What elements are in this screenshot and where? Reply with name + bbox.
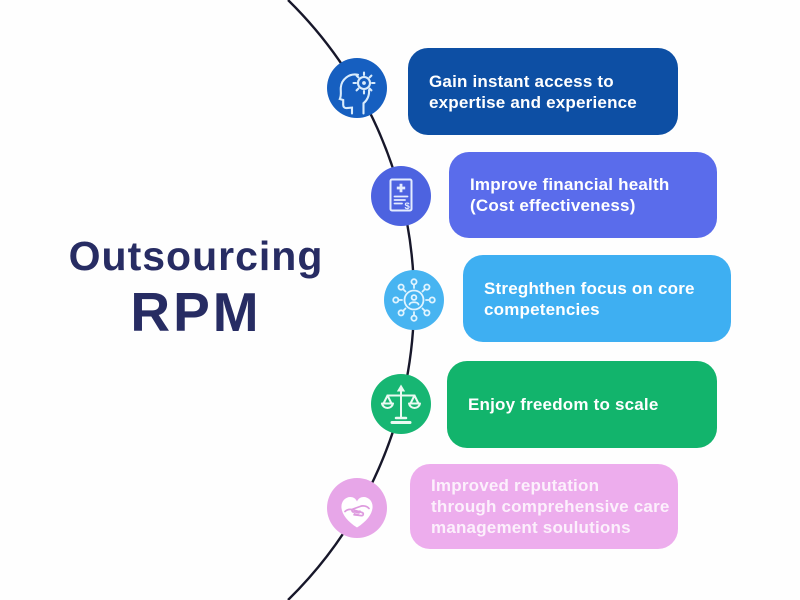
benefit-card-text: expertise and experience — [429, 92, 637, 112]
benefit-card-reputation: Improved reputation through comprehensiv… — [410, 464, 678, 549]
benefit-card-financial: Improve financial health (Cost effective… — [449, 152, 717, 238]
benefit-card-scale: Enjoy freedom to scale — [447, 361, 717, 448]
heart-hands-icon — [327, 478, 387, 538]
network-people-icon — [384, 270, 444, 330]
benefit-card-text: through comprehensive care — [431, 497, 670, 516]
benefit-card-text: management soulutions — [431, 518, 631, 537]
svg-text:$: $ — [405, 201, 411, 212]
head-gear-icon — [327, 58, 387, 118]
medical-bill-icon: $ — [371, 166, 431, 226]
benefit-card-expertise: Gain instant access to expertise and exp… — [408, 48, 678, 135]
benefit-card-text: Enjoy freedom to scale — [468, 395, 659, 414]
page-title: Outsourcing RPM — [28, 233, 364, 344]
benefit-card-text: Improved reputation — [431, 476, 600, 495]
benefit-card-text: (Cost effectiveness) — [470, 196, 636, 215]
title-line-1: Outsourcing — [68, 233, 324, 279]
benefit-card-text: competencies — [484, 299, 600, 319]
balance-scale-icon — [371, 374, 431, 434]
benefit-card-focus: Streghthen focus on core competencies — [463, 255, 731, 342]
title-line-2: RPM — [130, 281, 262, 344]
benefit-card-text: Streghthen focus on core — [484, 278, 695, 298]
benefit-card-text: Improve financial health — [470, 175, 670, 194]
benefit-card-text: Gain instant access to — [429, 71, 614, 91]
